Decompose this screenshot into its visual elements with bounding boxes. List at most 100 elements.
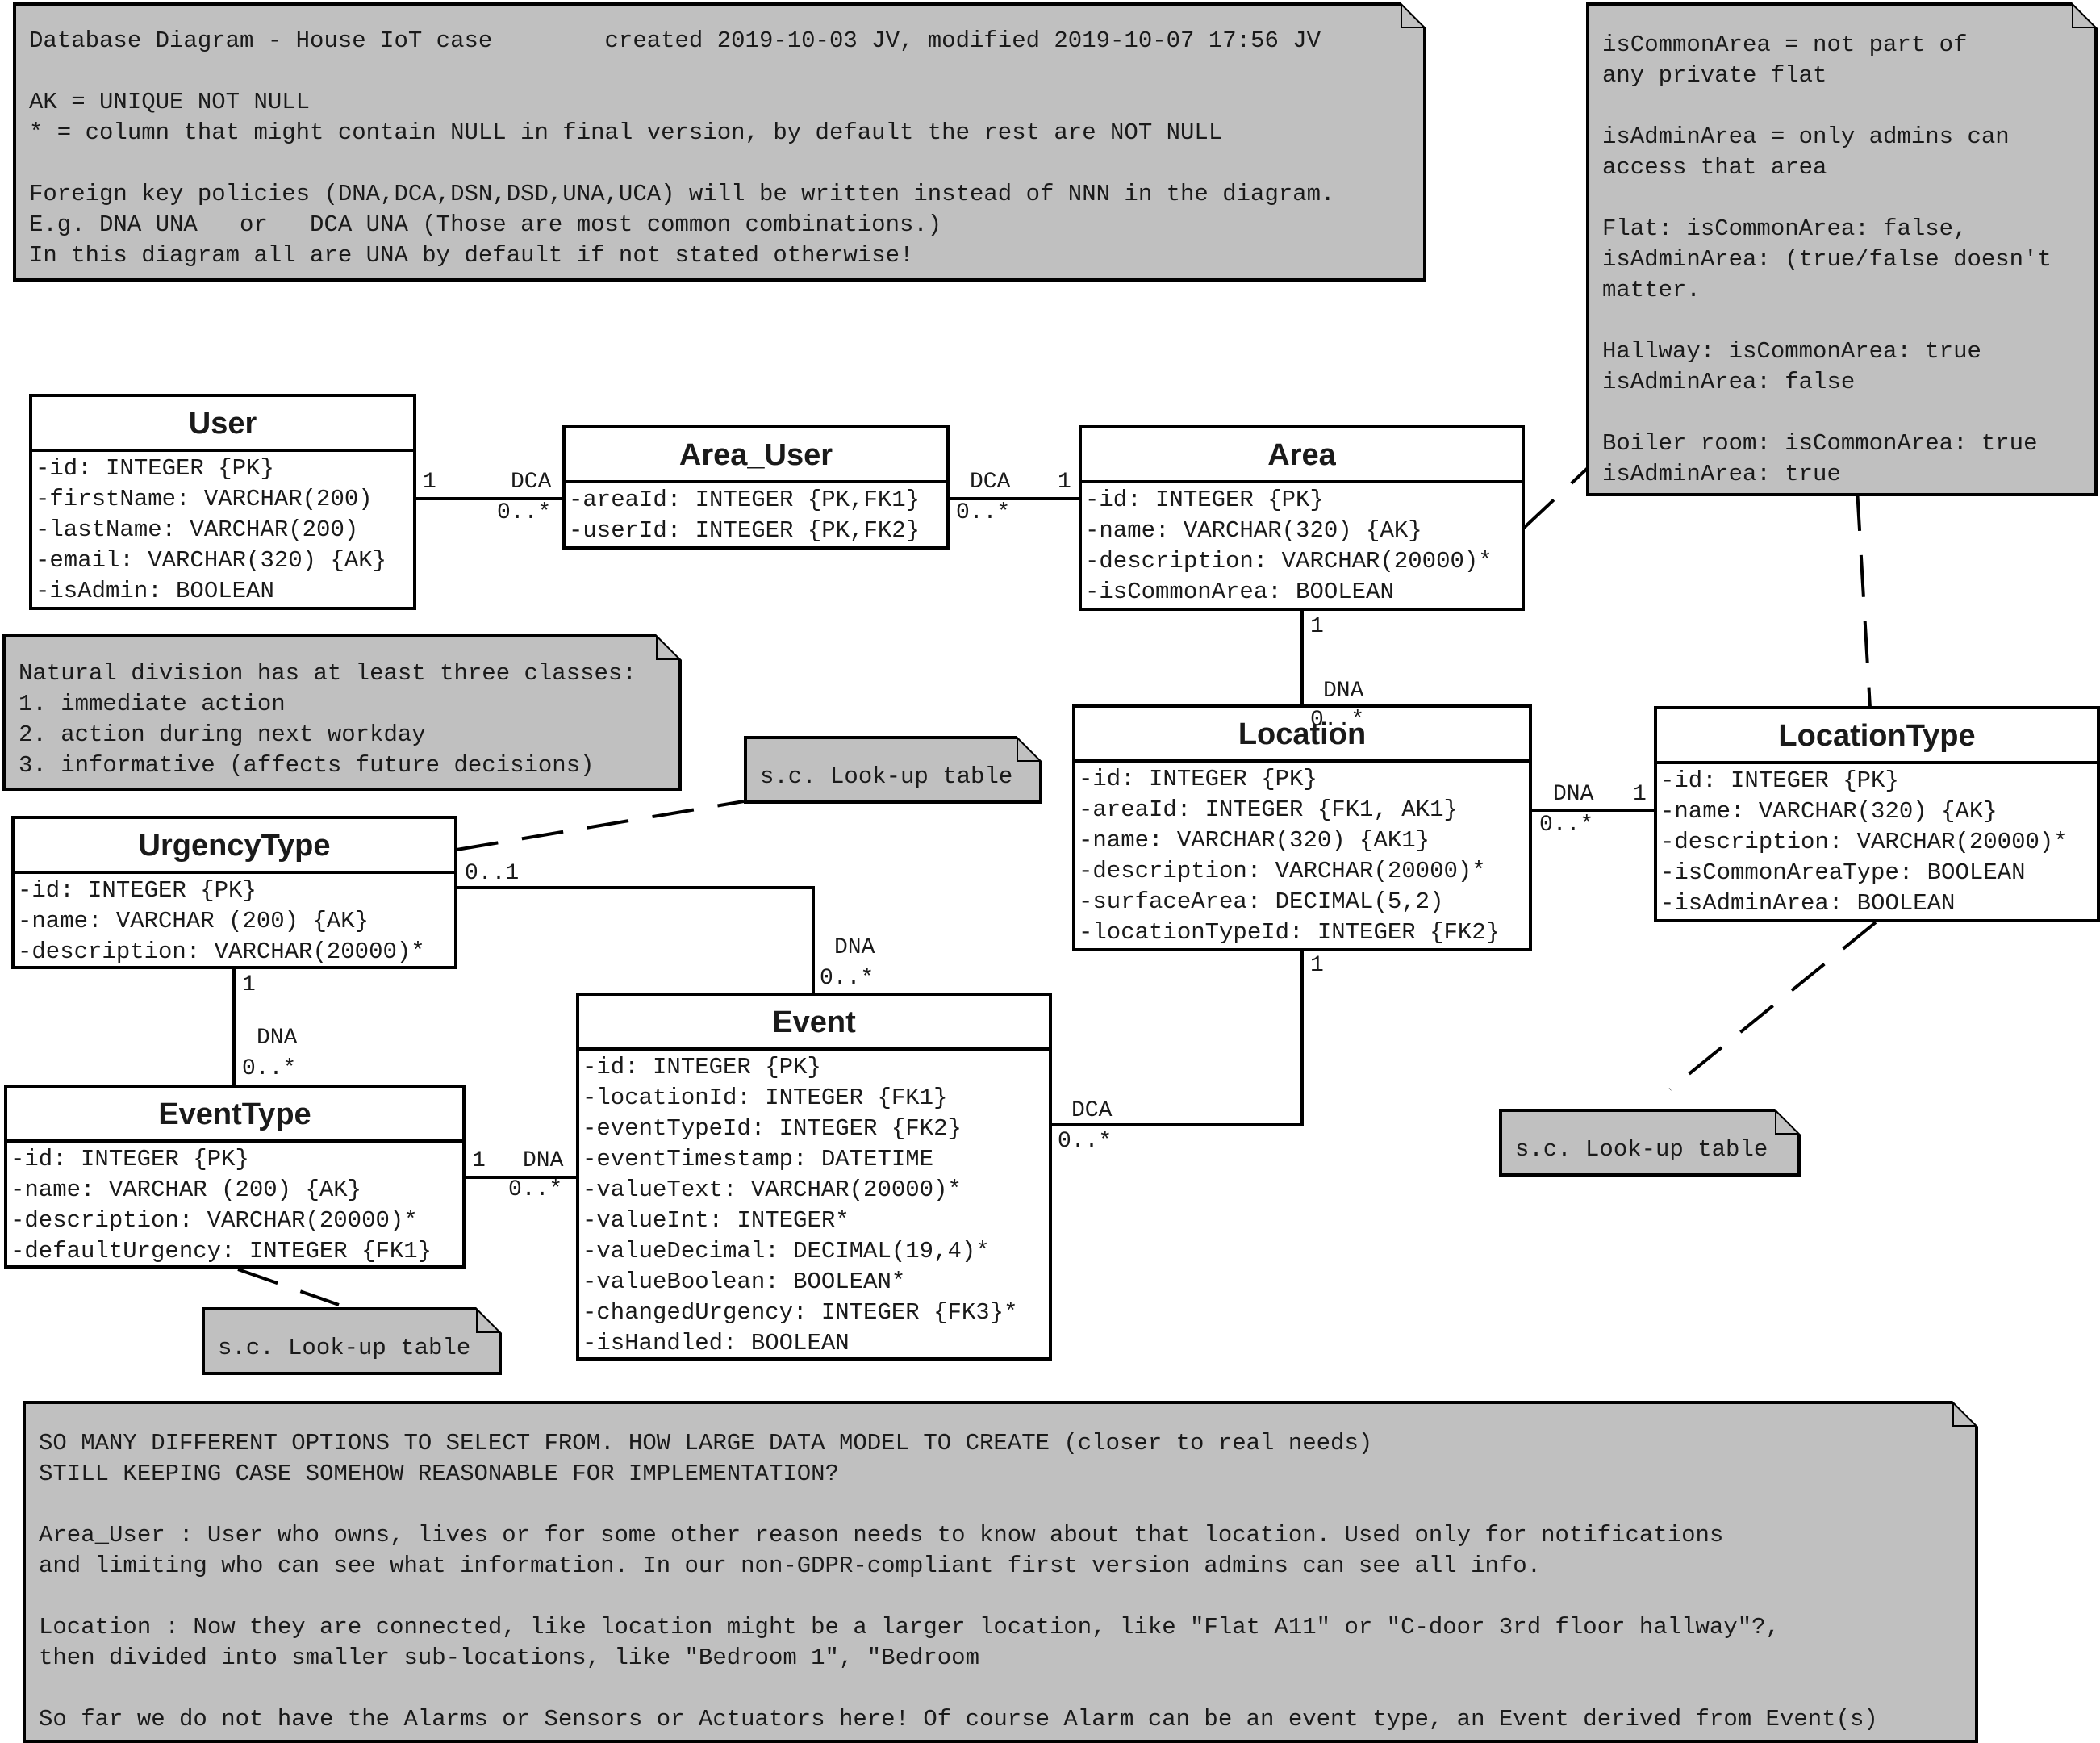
attribute-row: -valueInt: INTEGER* xyxy=(582,1207,850,1234)
note-line: AK = UNIQUE NOT NULL xyxy=(29,89,311,115)
note-fold-icon xyxy=(1952,1401,1978,1427)
class-area-user-attributes: -areaId: INTEGER {PK,FK1} -userId: INTEGE… xyxy=(566,483,946,550)
attribute-row: -description: VARCHAR(20000)* xyxy=(18,938,425,965)
note-link-locationtype-lookup xyxy=(1668,921,1877,1091)
attribute-row: -isAdminArea: BOOLEAN xyxy=(1660,890,1956,917)
attribute-row: -id: INTEGER {PK} xyxy=(35,455,274,482)
policy-label: DCA xyxy=(970,470,1011,495)
class-area-title: Area xyxy=(1082,428,1522,483)
note-line xyxy=(29,148,1423,179)
note-line xyxy=(1602,183,2094,214)
class-user: User -id: INTEGER {PK}-firstName: VARCHA… xyxy=(29,394,416,610)
note-line xyxy=(39,1674,1975,1704)
mult-label: 0..* xyxy=(1058,1129,1113,1154)
note-link-eventtype-lookup xyxy=(237,1268,340,1306)
class-location-title: Location xyxy=(1075,708,1529,763)
attribute-row: -name: VARCHAR(320) {AK} xyxy=(1660,798,1998,825)
mult-label: 1 xyxy=(1310,953,1324,978)
attribute-row: -changedUrgency: INTEGER {FK3}* xyxy=(582,1299,1018,1326)
attribute-row: -isCommonAreaType: BOOLEAN xyxy=(1660,859,2026,886)
policy-label: DCA xyxy=(511,470,552,495)
note-line: In this diagram all are UNA by default i… xyxy=(29,242,914,269)
note-fold-icon xyxy=(656,634,682,660)
note-line: Natural division has at least three clas… xyxy=(19,660,637,687)
class-area: Area -id: INTEGER {PK} -name: VARCHAR(320… xyxy=(1079,425,1525,611)
attribute-row: -firstName: VARCHAR(200) xyxy=(35,486,373,512)
division-note: Natural division has at least three clas… xyxy=(2,634,682,791)
attribute-row: -defaultUrgency: INTEGER {FK1} xyxy=(10,1238,432,1264)
attribute-row: -id: INTEGER {PK} xyxy=(1085,487,1324,513)
assoc-location-event xyxy=(1051,949,1304,1126)
mult-label: 0..* xyxy=(508,1177,563,1202)
note-fold-icon xyxy=(1017,736,1042,762)
note-line: any private flat xyxy=(1602,62,1827,89)
note-line: and limiting who can see what informatio… xyxy=(39,1553,1542,1579)
note-line: isAdminArea: true xyxy=(1602,461,1841,487)
attribute-row: -name: VARCHAR(320) {AK1} xyxy=(1079,827,1430,854)
class-locationtype-attributes: -id: INTEGER {PK}-name: VARCHAR(320) {AK… xyxy=(1657,764,2097,922)
attribute-row: -name: VARCHAR(320) {AK} xyxy=(1085,517,1422,544)
note-line: 1. immediate action xyxy=(19,691,286,717)
note-line xyxy=(1602,398,2094,428)
class-urgencytype-title: UrgencyType xyxy=(15,819,454,874)
note-line: Location : Now they are connected, like … xyxy=(39,1614,1780,1641)
note-line: So far we do not have the Alarms or Sens… xyxy=(39,1706,1878,1733)
note-fold-icon xyxy=(1775,1109,1801,1135)
bottom-note: SO MANY DIFFERENT OPTIONS TO SELECT FROM… xyxy=(23,1401,1978,1743)
note-line: SO MANY DIFFERENT OPTIONS TO SELECT FROM… xyxy=(39,1430,1373,1457)
mult-label: 1 xyxy=(242,972,256,997)
attribute-row: -email: VARCHAR(320) {AK} xyxy=(35,547,387,574)
class-eventtype-attributes: -id: INTEGER {PK}-name: VARCHAR (200) {A… xyxy=(7,1143,462,1270)
note-line: s.c. Look-up table xyxy=(1515,1136,1768,1163)
mult-label: 0..* xyxy=(497,500,552,525)
note-line: isAdminArea: false xyxy=(1602,369,1856,395)
attribute-row: -lastName: VARCHAR(200) xyxy=(35,516,359,543)
mult-label: 0..* xyxy=(1539,813,1594,838)
mult-label: 0..1 xyxy=(465,861,520,886)
note-line: Foreign key policies (DNA,DCA,DSN,DSD,UN… xyxy=(29,181,1335,207)
note-fold-icon xyxy=(1401,2,1426,28)
attribute-row: -isHandled: BOOLEAN xyxy=(582,1330,850,1356)
attribute-row: -id: INTEGER {PK} xyxy=(582,1054,821,1080)
header-note: Database Diagram - House IoT case create… xyxy=(13,2,1426,282)
note-line xyxy=(39,1582,1975,1612)
attribute-row: -eventTimestamp: DATETIME xyxy=(582,1146,934,1172)
note-line: E.g. DNA UNA or DCA UNA (Those are most … xyxy=(29,211,942,238)
class-user-attributes: -id: INTEGER {PK} -firstName: VARCHAR(200… xyxy=(32,452,413,610)
note-line: Area_User : User who owns, lives or for … xyxy=(39,1522,1724,1549)
note-line: s.c. Look-up table xyxy=(760,763,1013,790)
class-event-attributes: -id: INTEGER {PK}-locationId: INTEGER {F… xyxy=(579,1051,1049,1362)
class-location: Location -id: INTEGER {PK}-areaId: INTEG… xyxy=(1072,704,1532,951)
note-line: STILL KEEPING CASE SOMEHOW REASONABLE FO… xyxy=(39,1461,839,1487)
note-line: matter. xyxy=(1602,277,1701,303)
note-line: access that area xyxy=(1602,154,1827,181)
attribute-row: -areaId: INTEGER {PK,FK1} xyxy=(569,487,921,513)
mult-label: 0..* xyxy=(820,966,875,991)
class-event: Event -id: INTEGER {PK}-locationId: INTE… xyxy=(576,993,1052,1361)
note-line: Hallway: isCommonArea: true xyxy=(1602,338,1981,365)
policy-label: DNA xyxy=(257,1026,298,1051)
class-urgencytype-attributes: -id: INTEGER {PK}-name: VARCHAR (200) {A… xyxy=(15,874,454,971)
policy-label: DCA xyxy=(1071,1098,1113,1123)
note-line: Boiler room: isCommonArea: true xyxy=(1602,430,2038,457)
note-line: Flat: isCommonArea: false, xyxy=(1602,215,1968,242)
note-line: isAdminArea = only admins can xyxy=(1602,123,2010,150)
lookup-locationtype-note: s.c. Look-up table xyxy=(1499,1109,1801,1177)
attribute-row: -areaId: INTEGER {FK1, AK1} xyxy=(1079,796,1458,823)
mult-label: 0..* xyxy=(956,500,1011,525)
attribute-row: -id: INTEGER {PK} xyxy=(10,1146,249,1172)
attribute-row: -userId: INTEGER {PK,FK2} xyxy=(569,517,921,544)
attribute-row: -eventTypeId: INTEGER {FK2} xyxy=(582,1115,962,1142)
mult-label: 0..* xyxy=(1310,708,1365,733)
attribute-row: -isCommonArea: BOOLEAN xyxy=(1085,579,1394,605)
policy-label: DNA xyxy=(1323,679,1364,704)
mult-label: 0..* xyxy=(242,1056,297,1081)
attribute-row: -valueDecimal: DECIMAL(19,4)* xyxy=(582,1238,990,1264)
note-line: isAdminArea: (true/false doesn't xyxy=(1602,246,2052,273)
note-line: * = column that might contain NULL in fi… xyxy=(29,119,1223,146)
class-eventtype: EventType -id: INTEGER {PK}-name: VARCHA… xyxy=(4,1085,466,1269)
mult-label: 1 xyxy=(423,470,436,495)
note-link-locationtype xyxy=(1856,488,1872,708)
class-event-title: Event xyxy=(579,996,1049,1051)
